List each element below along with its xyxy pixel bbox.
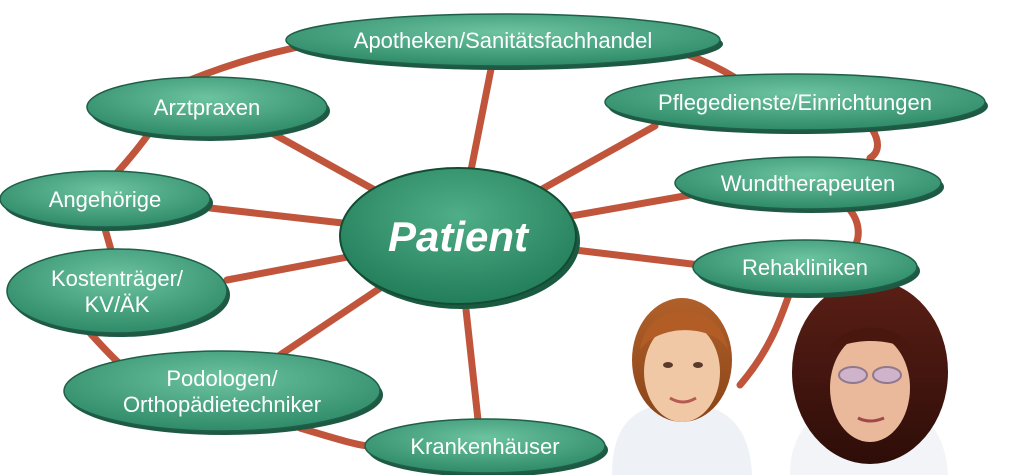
node-label: Krankenhäuser	[410, 434, 559, 459]
node-apotheken: Apotheken/Sanitätsfachhandel	[285, 13, 723, 70]
node-label: Angehörige	[49, 187, 162, 212]
node-pflegedienste: Pflegedienste/Einrichtungen	[604, 73, 988, 134]
node-label: Orthopädietechniker	[123, 392, 321, 417]
node-shape	[63, 350, 381, 432]
node-label: Podologen/	[166, 366, 278, 391]
node-shape	[604, 73, 986, 131]
node-podologen: Podologen/Orthopädietechniker	[63, 350, 383, 435]
node-label: Apotheken/Sanitätsfachhandel	[354, 28, 652, 53]
node-krankenhaeuser: Krankenhäuser	[364, 418, 608, 475]
node-rehakliniken: Rehakliniken	[692, 239, 920, 298]
staff-photo-person-left	[612, 298, 752, 475]
node-arztpraxen: Arztpraxen	[86, 76, 330, 141]
staff-photo	[612, 280, 948, 475]
node-angehoerige: Angehörige	[0, 170, 213, 231]
center-node-label: Patient	[388, 213, 530, 260]
node-label: Rehakliniken	[742, 255, 868, 280]
node-shape	[364, 418, 606, 474]
center-node: Patient	[339, 167, 580, 309]
center-node-shape	[339, 167, 577, 305]
node-label: Wundtherapeuten	[721, 171, 896, 196]
node-shape	[285, 13, 721, 67]
node-wundtherapeuten: Wundtherapeuten	[674, 156, 944, 213]
node-label: Arztpraxen	[154, 95, 260, 120]
node-label: KV/ÄK	[85, 292, 150, 317]
node-shape	[692, 239, 918, 295]
node-label: Pflegedienste/Einrichtungen	[658, 90, 932, 115]
node-shape	[6, 248, 228, 334]
node-shape	[674, 156, 942, 210]
node-shape	[0, 170, 211, 228]
staff-photo-person-right	[790, 280, 948, 475]
node-shape	[86, 76, 328, 138]
node-kostentraeger: Kostenträger/KV/ÄK	[6, 248, 230, 337]
node-label: Kostenträger/	[51, 266, 184, 291]
